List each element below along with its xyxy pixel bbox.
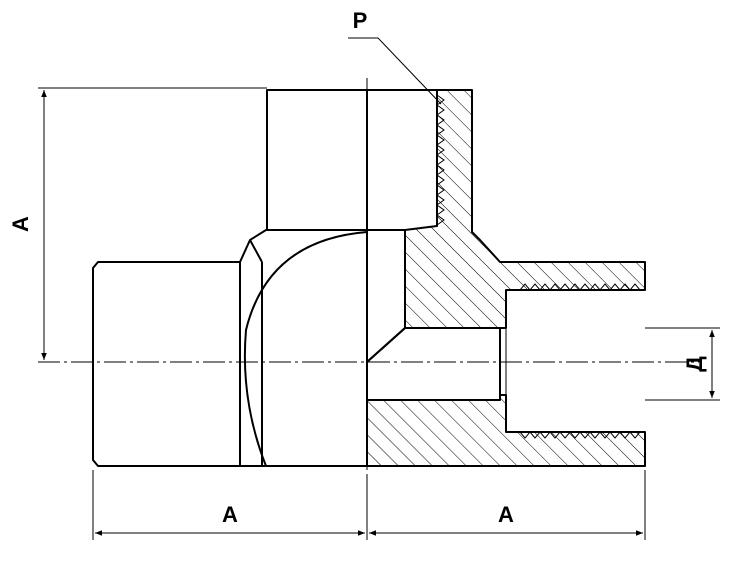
section-wall-top (366, 89, 646, 329)
dimension-horizontal-left: А (92, 470, 368, 540)
top-stub-outline (266, 89, 368, 231)
dim-left-label: А (222, 502, 238, 527)
thread-right-upper (519, 283, 641, 291)
dimension-bore-d: Д (645, 327, 720, 401)
thread-right-lower (519, 431, 641, 439)
hex-edge-upper (249, 239, 263, 263)
thread-label: Р (353, 8, 368, 33)
left-stub-outline (92, 261, 241, 467)
dimension-horizontal-right: А (369, 470, 646, 540)
dimension-vertical-a: А (8, 87, 267, 360)
dim-right-label: А (498, 502, 514, 527)
thread-callout: Р (348, 8, 442, 105)
section-wall-inner (366, 229, 406, 363)
exterior-view (92, 89, 368, 467)
body-shoulder-upper (239, 229, 367, 263)
dim-vertical-label: А (8, 216, 33, 232)
bore-label: Д (682, 356, 707, 372)
body-arc (243, 231, 368, 467)
thread-top (436, 94, 445, 226)
section-wall-bottom (366, 394, 646, 467)
section-view (366, 89, 646, 467)
bore-chamfer (366, 327, 406, 363)
